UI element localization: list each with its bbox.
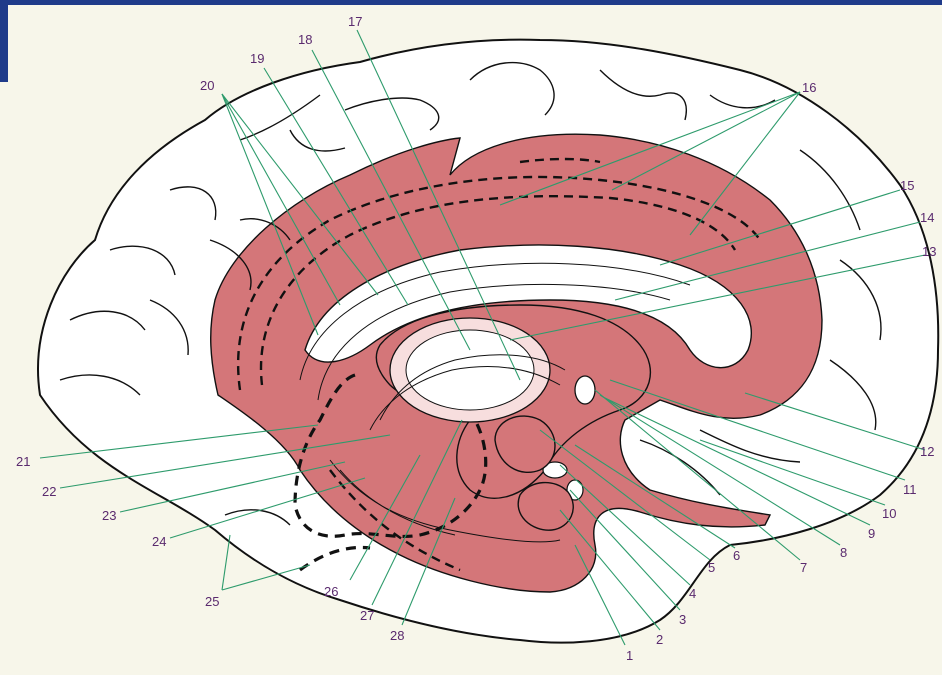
label-8: 8: [840, 545, 847, 560]
label-14: 14: [920, 210, 934, 225]
mammillary-body: [575, 376, 595, 404]
label-4: 4: [689, 586, 696, 601]
label-6: 6: [733, 548, 740, 563]
label-16: 16: [802, 80, 816, 95]
label-26: 26: [324, 584, 338, 599]
label-7: 7: [800, 560, 807, 575]
label-9: 9: [868, 526, 875, 541]
label-24: 24: [152, 534, 166, 549]
label-21: 21: [16, 454, 30, 469]
label-11: 11: [903, 482, 917, 497]
label-2: 2: [656, 632, 663, 647]
label-19: 19: [250, 51, 264, 66]
label-13: 13: [922, 244, 936, 259]
label-17: 17: [348, 14, 362, 29]
label-22: 22: [42, 484, 56, 499]
label-12: 12: [920, 444, 934, 459]
label-1: 1: [626, 648, 633, 663]
label-3: 3: [679, 612, 686, 627]
label-20: 20: [200, 78, 214, 93]
label-15: 15: [900, 178, 914, 193]
leader-25a: [222, 535, 230, 590]
label-28: 28: [390, 628, 404, 643]
label-27: 27: [360, 608, 374, 623]
label-5: 5: [708, 560, 715, 575]
label-10: 10: [882, 506, 896, 521]
label-23: 23: [102, 508, 116, 523]
label-25: 25: [205, 594, 219, 609]
label-18: 18: [298, 32, 312, 47]
